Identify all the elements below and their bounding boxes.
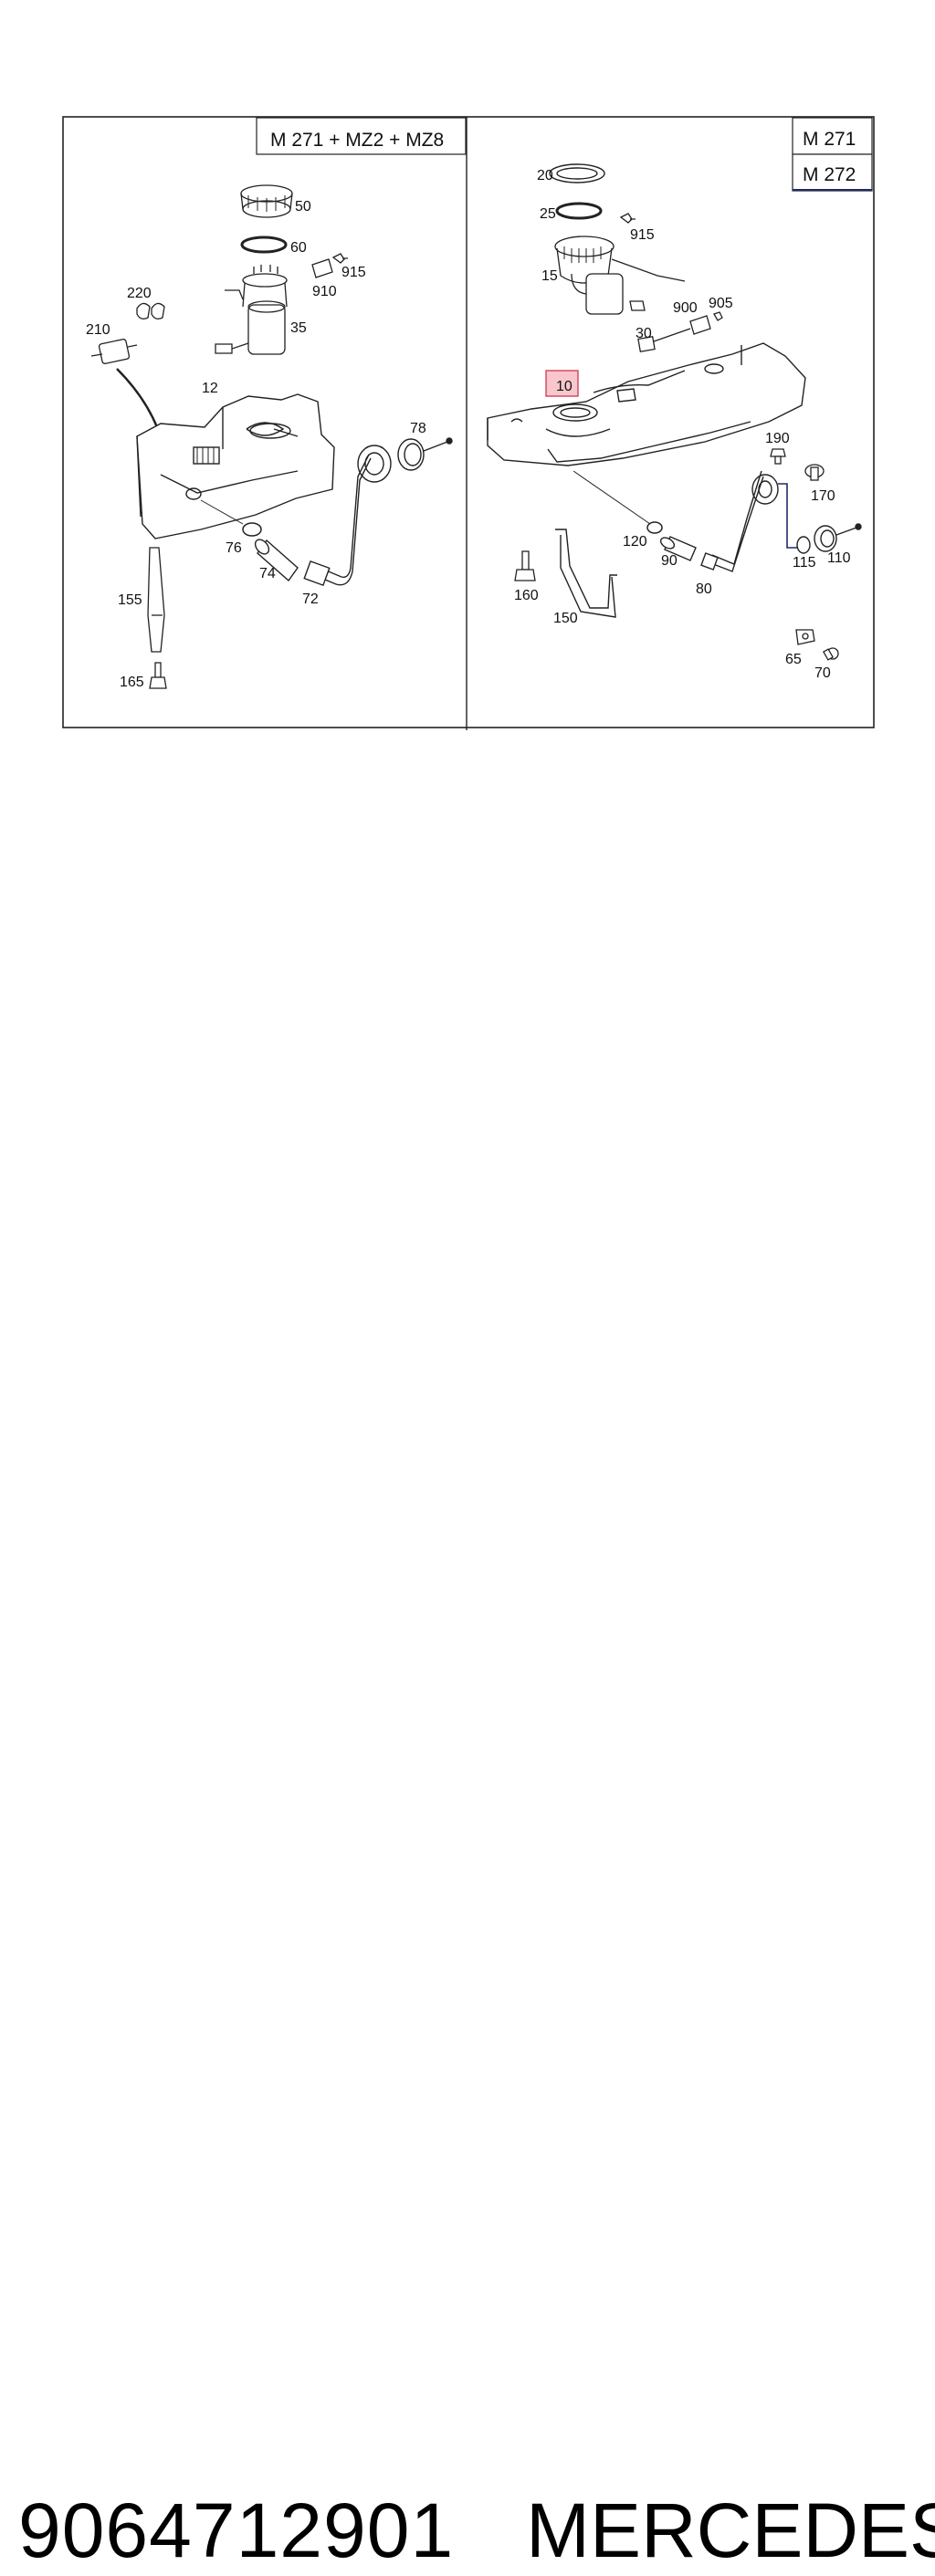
part-915-clip-right bbox=[619, 213, 636, 224]
parts-diagram: M 271 + MZ2 + MZ8 bbox=[62, 116, 875, 730]
part-150-tank-strap bbox=[555, 529, 617, 618]
part-10-fuel-tank bbox=[487, 342, 806, 466]
callout-170: 170 bbox=[811, 488, 835, 504]
right-header-label-bottom: M 272 bbox=[803, 164, 856, 185]
callout-165: 165 bbox=[120, 675, 144, 690]
callout-915-right: 915 bbox=[630, 227, 655, 243]
callout-15: 15 bbox=[541, 268, 558, 284]
part-220-hose-clamps bbox=[136, 302, 165, 319]
part-90-hose bbox=[659, 536, 697, 561]
part-50-lock-ring bbox=[240, 184, 293, 218]
brand-name: MERCEDES bbox=[526, 2487, 935, 2573]
part-12-fuel-tank bbox=[136, 393, 335, 539]
part-210-fuel-filter bbox=[90, 339, 138, 364]
part-72-filler-pipe bbox=[303, 445, 392, 587]
callout-915-left: 915 bbox=[341, 265, 366, 280]
callout-76: 76 bbox=[226, 540, 242, 556]
left-panel: M 271 + MZ2 + MZ8 bbox=[86, 117, 467, 690]
part-905-clip bbox=[713, 311, 723, 321]
part-910-connector-left bbox=[311, 258, 333, 278]
left-header-label: M 271 + MZ2 + MZ8 bbox=[270, 130, 444, 151]
callout-900: 900 bbox=[673, 300, 698, 316]
callout-210: 210 bbox=[86, 322, 110, 338]
diagram-border bbox=[62, 116, 875, 728]
callout-160: 160 bbox=[514, 588, 539, 603]
callout-905: 905 bbox=[709, 296, 733, 311]
part-76-clamp bbox=[242, 522, 262, 537]
highlight-part-10 bbox=[545, 370, 579, 397]
callout-72: 72 bbox=[302, 592, 319, 607]
callout-30: 30 bbox=[636, 326, 652, 341]
part-35-pump-module bbox=[215, 265, 288, 355]
callout-50: 50 bbox=[295, 199, 311, 215]
part-70-screw bbox=[823, 647, 839, 661]
part-25-seal bbox=[555, 202, 603, 220]
part-number: 9064712901 bbox=[18, 2487, 455, 2573]
footer-caption: 9064712901 MERCEDES bbox=[0, 1241, 935, 2573]
part-15-pump-module bbox=[554, 236, 686, 315]
callout-20: 20 bbox=[537, 168, 553, 183]
right-panel: M 271 M 272 bbox=[487, 117, 873, 681]
callout-12: 12 bbox=[202, 381, 218, 396]
callout-190: 190 bbox=[765, 431, 790, 446]
callout-65: 65 bbox=[785, 652, 802, 667]
part-900-connector bbox=[689, 315, 711, 335]
part-155-tank-strap-left bbox=[147, 547, 165, 653]
callout-10: 10 bbox=[556, 379, 573, 394]
callout-35: 35 bbox=[290, 320, 307, 336]
part-120-clamp bbox=[646, 521, 663, 534]
part-170-grommet bbox=[804, 464, 825, 481]
part-78-fuel-cap bbox=[397, 437, 453, 471]
callout-78: 78 bbox=[410, 421, 426, 436]
part-60-seal bbox=[240, 236, 288, 254]
right-header-box-bottom bbox=[792, 153, 873, 192]
right-header-box-top bbox=[792, 117, 873, 155]
callout-70: 70 bbox=[814, 665, 831, 681]
part-190-bolt bbox=[770, 448, 786, 465]
right-header-label-top: M 271 bbox=[803, 129, 856, 150]
part-20-lock-ring bbox=[549, 163, 605, 183]
part-30-sensor bbox=[637, 328, 691, 353]
part-160-bolt bbox=[514, 550, 536, 581]
part-110-fuel-cap bbox=[814, 523, 862, 552]
callout-74: 74 bbox=[259, 566, 276, 581]
part-915-clip-left bbox=[331, 253, 348, 264]
callout-220: 220 bbox=[127, 286, 152, 301]
callout-115: 115 bbox=[793, 555, 816, 571]
callout-90: 90 bbox=[661, 553, 678, 569]
callout-110: 110 bbox=[827, 550, 851, 566]
left-header-box bbox=[256, 117, 467, 155]
callout-910: 910 bbox=[312, 284, 337, 299]
callout-60: 60 bbox=[290, 240, 307, 256]
part-74-hose bbox=[254, 539, 299, 582]
callout-155: 155 bbox=[118, 592, 142, 608]
part-115-seal bbox=[796, 536, 811, 554]
part-165-bolt-left bbox=[149, 662, 167, 689]
callout-150: 150 bbox=[553, 611, 578, 626]
part-80-filler-pipe bbox=[700, 470, 798, 572]
callout-120: 120 bbox=[623, 534, 647, 550]
part-65-clip-nut bbox=[795, 629, 815, 645]
callout-25: 25 bbox=[540, 206, 556, 222]
callout-80: 80 bbox=[696, 581, 712, 597]
